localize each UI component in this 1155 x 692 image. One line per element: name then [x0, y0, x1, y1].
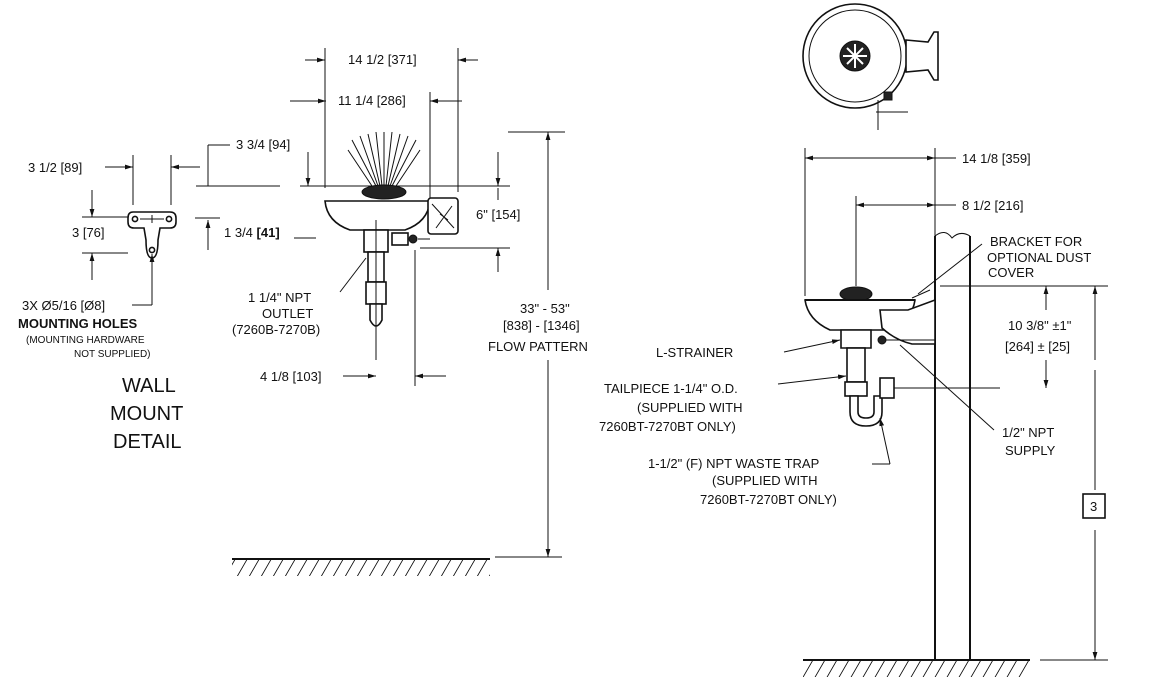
front-inner-width-dim: 11 1/4 [286]: [338, 93, 406, 108]
note-ref-number: 3: [1090, 499, 1097, 514]
detail-title-1: WALL: [122, 375, 176, 397]
supply-label-1: 1/2" NPT: [1002, 425, 1054, 440]
detail-title-3: DETAIL: [113, 431, 182, 453]
bracket-label-3: COVER: [988, 265, 1034, 280]
detail-title-2: MOUNT: [110, 403, 183, 425]
trap-label-3: 7260BT-7270BT ONLY): [700, 492, 837, 507]
side-view: 14 1/8 [359] 8 1/2 [216] BRACKET FOR OPT…: [599, 3, 1108, 677]
bracket-label-1: BRACKET FOR: [990, 234, 1082, 249]
trap-label-2: (SUPPLIED WITH: [712, 473, 817, 488]
flow-label-3: FLOW PATTERN: [488, 339, 588, 354]
side-overall-depth-dim: 14 1/8 [359]: [962, 151, 1031, 166]
mounting-holes-title: MOUNTING HOLES: [18, 316, 137, 331]
mounting-holes-spec: 3X Ø5/16 [Ø8]: [22, 298, 105, 313]
bracket-label-2: OPTIONAL DUST: [987, 250, 1091, 265]
l-strainer-label: L-STRAINER: [656, 345, 733, 360]
outlet-label-1: 1 1/4" NPT: [248, 290, 311, 305]
mount-hole-right: [165, 215, 173, 223]
outlet-label-2: OUTLET: [262, 306, 313, 321]
hardware-note-2: NOT SUPPLIED): [74, 349, 151, 360]
hardware-note-1: (MOUNTING HARDWARE: [26, 335, 145, 346]
tailpiece-label-3: 7260BT-7270BT ONLY): [599, 419, 736, 434]
bowl-front: [324, 200, 431, 231]
front-bowl-offset-dim: 1 3/4 [41]: [224, 225, 280, 240]
tailpiece-label-2: (SUPPLIED WITH: [637, 400, 742, 415]
front-drain-offset-dim: 4 1/8 [103]: [260, 369, 321, 384]
front-overall-width-dim: 14 1/2 [371]: [348, 52, 417, 67]
flow-label-1: 33" - 53": [520, 301, 570, 316]
wall-mount-height-dim: 3 [76]: [72, 225, 105, 240]
side-supply-height-1: 10 3/8" ±1": [1008, 318, 1072, 333]
flow-label-2: [838] - [1346]: [503, 318, 580, 333]
outlet-label-3: (7260B-7270B): [232, 322, 320, 337]
mount-hole-bottom: [148, 246, 156, 254]
front-view: 14 1/2 [371] 11 1/4 [286] 3 3/4 [94] 1 3…: [195, 48, 588, 576]
front-spray-height-dim: 3 3/4 [94]: [236, 137, 290, 152]
wall-mount-detail: 3 1/2 [89] 3 [76] 3X Ø5/16 [Ø8] MOUNTING…: [18, 155, 200, 453]
side-supply-height-2: [264] ± [25]: [1005, 339, 1070, 354]
note-ref-box: [1082, 493, 1106, 519]
supply-label-2: SUPPLY: [1005, 443, 1056, 458]
wall-mount-width-dim: 3 1/2 [89]: [28, 160, 82, 175]
mount-hole-left: [131, 215, 139, 223]
spray-pattern: [347, 131, 421, 187]
side-center-depth-dim: 8 1/2 [216]: [962, 198, 1023, 213]
tailpiece-label-1: TAILPIECE 1-1/4" O.D.: [604, 381, 738, 396]
eyewash-head: [361, 184, 407, 200]
front-bracket-height-dim: 6" [154]: [476, 207, 520, 222]
trap-label-1: 1-1/2" (F) NPT WASTE TRAP: [648, 456, 819, 471]
